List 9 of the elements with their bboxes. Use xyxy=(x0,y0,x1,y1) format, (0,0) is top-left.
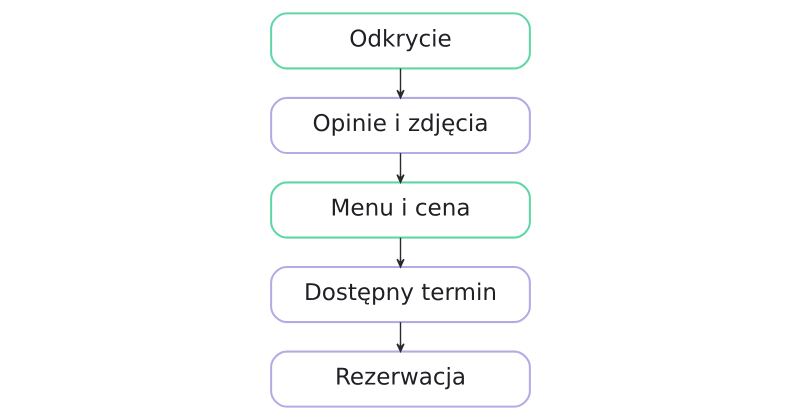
node-box: Opinie i zdjęcia xyxy=(270,96,530,154)
arrow xyxy=(396,322,404,352)
arrow xyxy=(396,153,404,184)
arrow xyxy=(396,238,404,268)
node-box: Odkrycie xyxy=(270,12,530,70)
node-box: Rezerwacja xyxy=(270,350,530,408)
arrow xyxy=(396,68,404,99)
node-box: Dostępny termin xyxy=(270,266,530,324)
node-box: Menu i cena xyxy=(270,181,530,239)
